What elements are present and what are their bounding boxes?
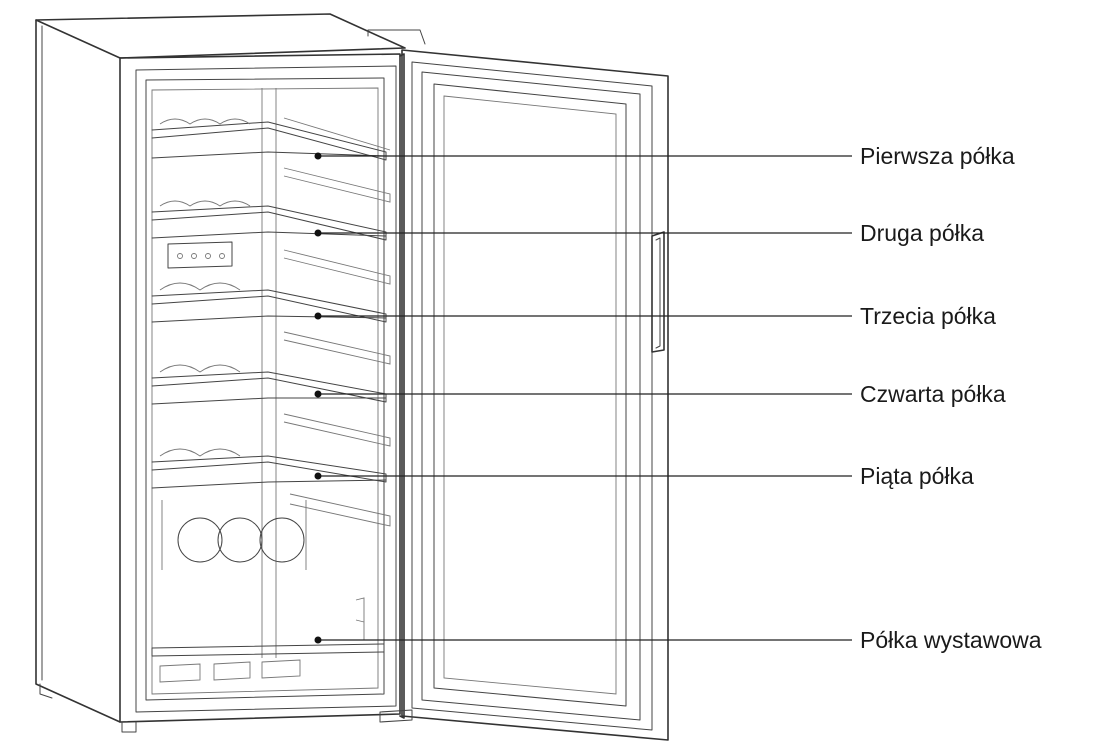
bottom-bottles-illustration: [161, 500, 307, 570]
label-fifth-shelf: Piąta półka: [860, 463, 974, 489]
display-shelf-illustration: [151, 597, 385, 683]
leader-dot-6: [314, 636, 322, 644]
door-illustration: [379, 49, 669, 741]
cabinet-illustration: [35, 13, 426, 733]
leader-dot-2: [314, 229, 322, 237]
leader-dot-5: [314, 472, 322, 480]
shelf-4-illustration: [151, 364, 391, 447]
leader-dot-1: [314, 152, 322, 160]
label-first-shelf: Pierwsza półka: [860, 143, 1015, 169]
leader-lines: [314, 152, 852, 644]
shelf-5-illustration: [151, 448, 391, 527]
label-second-shelf: Druga półka: [860, 220, 984, 246]
label-third-shelf: Trzecia półka: [860, 303, 996, 329]
leader-dot-4: [314, 390, 322, 398]
shelf-3-illustration: [151, 282, 391, 365]
label-fourth-shelf: Czwarta półka: [860, 381, 1006, 407]
label-display-shelf: Półka wystawowa: [860, 627, 1042, 653]
leader-dot-3: [314, 312, 322, 320]
shelf-2-illustration: [151, 200, 391, 285]
shelf-1-illustration: [151, 117, 391, 203]
shelves: [151, 117, 391, 683]
callout-labels: Pierwsza półka Druga półka Trzecia półka…: [860, 143, 1042, 653]
